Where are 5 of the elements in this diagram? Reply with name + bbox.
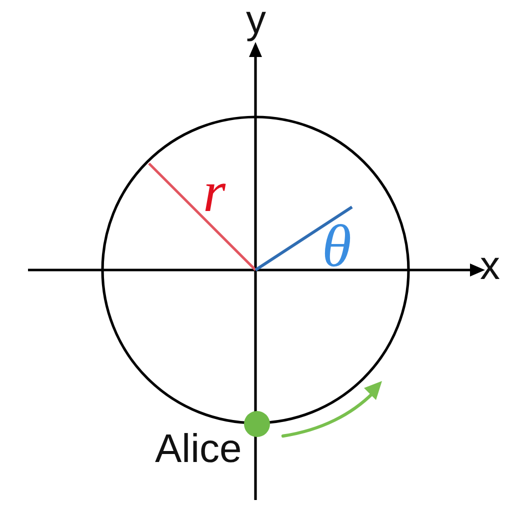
axis-label: x <box>480 246 500 286</box>
axis-label: y <box>246 0 266 40</box>
point-label: Alice <box>155 429 242 469</box>
radius-label: r <box>203 163 226 221</box>
angle-label: θ <box>322 216 352 276</box>
